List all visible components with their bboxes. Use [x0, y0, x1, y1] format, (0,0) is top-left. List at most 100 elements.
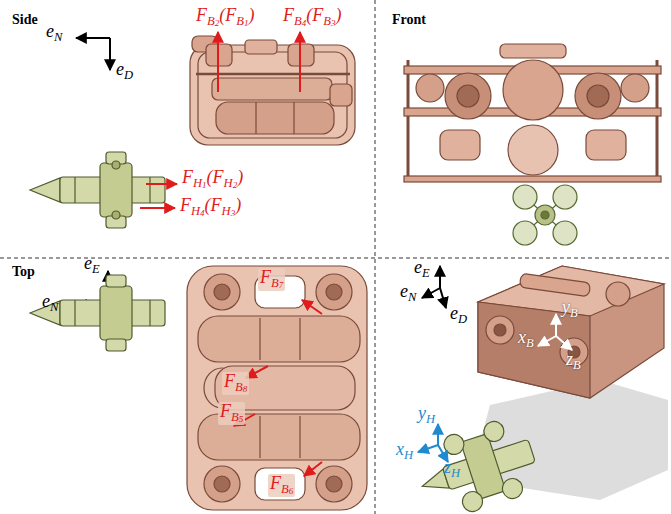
glyph: 5 [239, 414, 244, 424]
force-label: FB8 [222, 372, 249, 395]
glyph: e [400, 281, 408, 301]
glyph: B [573, 358, 581, 372]
ned-axes [76, 38, 110, 70]
glyph: B [281, 482, 289, 496]
glyph: F [224, 371, 235, 391]
panel-heading: Top [12, 264, 35, 279]
glyph: H [224, 176, 233, 190]
panel-divider [375, 0, 376, 514]
glyph: B [236, 14, 244, 28]
glyph: B [323, 14, 331, 28]
glyph: 3 [231, 208, 236, 218]
glyph: B [207, 14, 215, 28]
glyph: 1 [202, 180, 207, 190]
panel-heading: Front [392, 12, 426, 27]
glyph: H [404, 448, 413, 462]
glyph: z [566, 349, 573, 369]
glyph: 2 [233, 180, 238, 190]
controller-top [30, 275, 165, 351]
axis-label: eE [84, 254, 100, 276]
glyph: F [211, 195, 222, 215]
glyph: ) [237, 167, 243, 187]
glyph: B [271, 276, 279, 290]
glyph: ( [306, 5, 312, 25]
glyph: e [84, 253, 92, 273]
axis-label: eD [450, 304, 467, 326]
axis-label: yH [418, 404, 435, 426]
glyph: y [562, 297, 570, 317]
glyph: e [46, 21, 54, 41]
glyph: 8 [243, 384, 248, 394]
axis-label: zH [444, 458, 460, 480]
glyph: ( [205, 195, 211, 215]
glyph: N [408, 290, 416, 304]
glyph: y [418, 403, 426, 423]
glyph: e [42, 291, 50, 311]
force-label: FB4(FB3) [283, 6, 341, 29]
body-axes [538, 314, 572, 350]
rov-front [404, 44, 661, 182]
force-arrow [140, 184, 177, 208]
glyph: B [294, 14, 302, 28]
force-label: FH1(FH2) [182, 168, 243, 191]
glyph: F [270, 473, 281, 493]
rov-top [187, 266, 367, 510]
glyph: H [191, 204, 200, 218]
controller-front [513, 185, 577, 245]
glyph: x [518, 327, 526, 347]
glyph: B [570, 306, 578, 320]
glyph: N [50, 300, 58, 314]
axis-label: eD [116, 60, 133, 82]
axis-label: xH [396, 440, 413, 462]
glyph: F [213, 167, 224, 187]
axis-label: eN [46, 22, 62, 44]
controller-axes [418, 424, 448, 462]
glyph: F [283, 5, 294, 25]
axis-label: zB [566, 350, 581, 372]
panel-divider [0, 258, 671, 259]
axis-label: xB [518, 328, 534, 350]
glyph: e [116, 59, 124, 79]
force-arrow [234, 300, 322, 476]
glyph: 6 [289, 486, 294, 496]
panel-heading: Side [12, 12, 38, 27]
glyph: B [231, 410, 239, 424]
rov-iso [478, 266, 664, 398]
glyph: 1 [244, 18, 249, 28]
glyph: 4 [200, 208, 205, 218]
glyph: B [526, 336, 534, 350]
glyph: F [180, 195, 191, 215]
glyph: 4 [302, 18, 307, 28]
glyph: N [54, 30, 62, 44]
glyph: F [225, 5, 236, 25]
glyph: ) [335, 5, 341, 25]
force-arrow [218, 32, 300, 92]
glyph: F [196, 5, 207, 25]
glyph: ) [248, 5, 254, 25]
axis-label: eN [42, 292, 58, 314]
glyph: F [312, 5, 323, 25]
force-label: FB7 [258, 268, 285, 291]
glyph: B [235, 380, 243, 394]
axis-label: eE [414, 258, 430, 280]
glyph: z [444, 457, 451, 477]
glyph: F [220, 401, 231, 421]
glyph: e [414, 257, 422, 277]
axis-label: yB [562, 298, 578, 320]
force-label: FB5 [218, 402, 245, 425]
glyph: 7 [279, 280, 284, 290]
rov-side [190, 36, 355, 145]
axis-label: eN [400, 282, 416, 304]
glyph: ( [207, 167, 213, 187]
controller-iso [410, 413, 544, 514]
glyph: ( [219, 5, 225, 25]
glyph: E [422, 266, 430, 280]
glyph: D [124, 68, 133, 82]
glyph: F [182, 167, 193, 187]
force-label: FB2(FB1) [196, 6, 254, 29]
glyph: 3 [331, 18, 336, 28]
glyph: e [450, 303, 458, 323]
force-label: FH4(FH3) [180, 196, 241, 219]
